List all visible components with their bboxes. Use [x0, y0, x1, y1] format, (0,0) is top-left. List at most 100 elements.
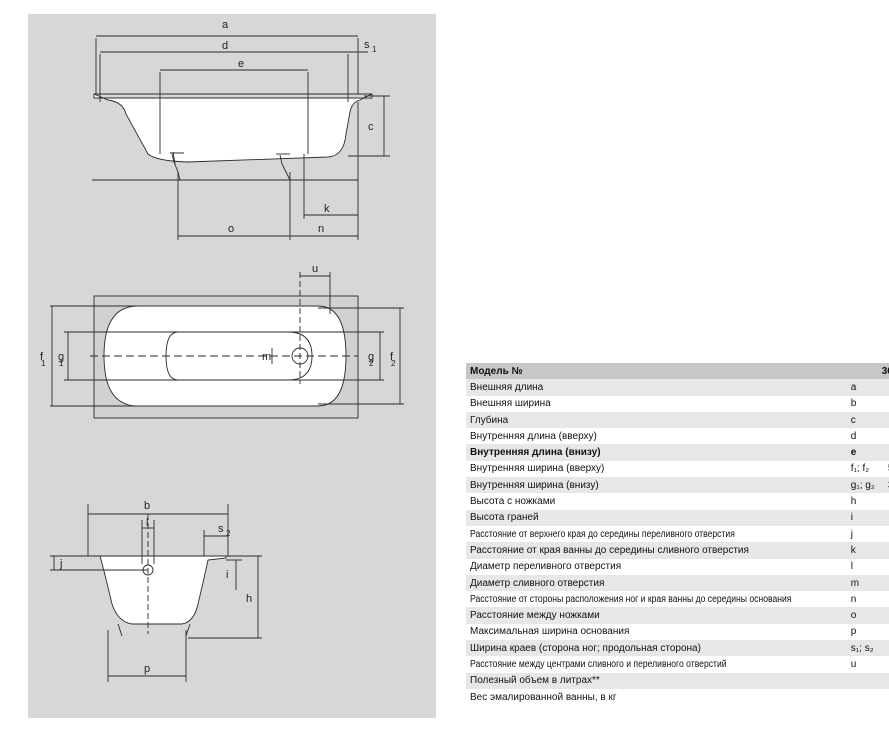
table-row: Внутренняя ширина (вверху)f₁; f₂550; 530	[466, 460, 889, 478]
spec-symbol-text: h	[850, 496, 857, 508]
table-row: Внешняя длина a 1700	[466, 379, 889, 396]
spec-value: 550; 530	[877, 460, 889, 478]
spec-symbol-text: c	[850, 414, 856, 426]
spec-symbol-text: e	[850, 447, 857, 459]
spec-symbol-text: d	[850, 430, 857, 442]
spec-label: Расстояние от верхнего края до середины …	[466, 525, 847, 543]
table-row: Внутренняя длина (внизу) e 1150	[466, 444, 889, 461]
table-row: Расстояние от верхнего края до середины …	[466, 525, 889, 543]
table-row: Вес эмалированной ванны, в кг 48	[466, 688, 889, 706]
spec-symbol-text: l	[850, 561, 854, 573]
label-g2-sub: 2	[369, 359, 374, 368]
cross-section-view	[50, 504, 262, 682]
label-e: e	[238, 58, 244, 70]
label-i: i	[226, 569, 228, 581]
spec-value: 390; 350	[877, 477, 889, 494]
label-s1: s	[364, 39, 370, 51]
table-row: Расстояние между ножками o740	[466, 607, 889, 624]
label-g1: g	[58, 351, 64, 363]
spec-value: 212	[877, 656, 889, 673]
spec-label: Максимальная ширина основания	[466, 623, 847, 641]
specifications-body: Модель № 363-1/335 Внешняя длинаa1700Вне…	[466, 363, 889, 706]
spec-label-text: Глубина	[470, 414, 509, 426]
spec-value: 1150	[877, 444, 889, 461]
cross-legs	[117, 623, 191, 637]
top-view	[50, 272, 404, 419]
spec-label: Глубина	[466, 411, 847, 429]
spec-label-text: Расстояние между ножками	[470, 610, 600, 622]
table-header-row: Модель № 363-1/335	[466, 363, 889, 380]
spec-symbol: e	[846, 444, 878, 461]
spec-label-text: Расстояние между центрами сливного и пер…	[470, 658, 727, 670]
spec-symbol: c	[846, 411, 878, 429]
label-l: l	[146, 517, 148, 529]
side-view	[92, 35, 390, 240]
spec-label: Расстояние от края ванны до середины сли…	[466, 542, 847, 559]
spec-label: Внешняя ширина	[466, 395, 847, 412]
spec-label-text: Внутренняя длина (внизу)	[470, 447, 601, 459]
label-g1-sub: 1	[59, 359, 64, 368]
spec-label-text: Внешняя длина	[470, 381, 544, 393]
spec-value: 111	[877, 672, 889, 689]
spec-value: 52	[877, 574, 889, 592]
spec-symbol: s₁; s₂	[846, 640, 878, 657]
spec-label-text: Внешняя ширина	[470, 398, 551, 410]
spec-label: Расстояние от стороны расположения ног и…	[466, 591, 847, 608]
spec-label: Расстояние между ножками	[466, 607, 847, 624]
spec-value: 545-560	[877, 493, 889, 510]
spec-label: Высота граней	[466, 509, 847, 526]
label-b: b	[144, 500, 150, 512]
side-tub-body	[93, 93, 373, 163]
label-k: k	[324, 203, 330, 215]
spec-label: Внутренняя ширина (вверху)	[466, 460, 847, 478]
spec-symbol-text: i	[850, 512, 854, 524]
spec-label-text: Диаметр переливного отверстия	[470, 561, 622, 573]
label-h: h	[246, 593, 252, 605]
header-label: Модель №	[466, 363, 847, 380]
spec-label-text: Расстояние от верхнего края до середины …	[470, 528, 735, 540]
spec-value: 52	[877, 558, 889, 575]
spec-symbol: o	[846, 607, 878, 624]
spec-value: 380	[877, 623, 889, 641]
spec-symbol: a	[846, 379, 878, 396]
spec-label: Диаметр сливного отверстия	[466, 574, 847, 592]
spec-label-text: Вес эмалированной ванны, в кг	[470, 691, 617, 703]
spec-value: 70; 75	[877, 640, 889, 657]
spec-symbol: m	[846, 574, 878, 592]
spec-value: 48	[877, 688, 889, 706]
spec-label-text: Ширина краев (сторона ног; продольная ст…	[470, 642, 701, 654]
table-row: Высота гранейi32	[466, 509, 889, 526]
label-f2-sub: 2	[391, 359, 396, 368]
spec-symbol: g₁; g₂	[846, 477, 878, 494]
label-u: u	[312, 263, 318, 275]
header-symbol	[846, 363, 878, 380]
spec-symbol: i	[846, 509, 878, 526]
table-row: Диаметр сливного отверстияm52	[466, 574, 889, 592]
spec-label-text: Высота граней	[470, 512, 539, 524]
spec-symbol-text: g₁; g₂	[850, 479, 875, 491]
spec-symbol-text: u	[850, 658, 857, 670]
label-a: a	[222, 19, 229, 31]
spec-label-text: Внутренняя ширина (внизу)	[470, 479, 599, 491]
table-row: Внутренняя длина (вверху)d1530	[466, 428, 889, 445]
label-f1: f	[40, 351, 44, 363]
spec-label: Внутренняя длина (вверху)	[466, 428, 847, 445]
label-j: j	[59, 558, 62, 570]
specifications-table: Модель № 363-1/335 Внешняя длинаa1700Вне…	[466, 363, 889, 706]
spec-value: 310	[877, 542, 889, 559]
spec-value: 740	[877, 607, 889, 624]
spec-label: Полезный объем в литрах**	[466, 672, 847, 689]
table-row: Полезный объем в литрах** 111	[466, 672, 889, 689]
spec-label: Высота с ножками	[466, 493, 847, 510]
spec-label: Внешняя длина	[466, 379, 847, 396]
table-row: Расстояние от стороны расположения ног и…	[466, 591, 889, 608]
spec-value: 1700	[877, 379, 889, 396]
spec-symbol: l	[846, 558, 878, 575]
table-row: Расстояние от края ванны до середины сли…	[466, 542, 889, 559]
cross-tub-body	[84, 555, 227, 625]
spec-symbol-text: a	[850, 381, 857, 393]
table-row: Внешняя ширинаb700	[466, 395, 889, 412]
side-leg-left	[171, 153, 181, 181]
spec-label-text: Расстояние от края ванны до середины сли…	[470, 544, 749, 556]
table-row: Диаметр переливного отверстия l 52	[466, 558, 889, 575]
